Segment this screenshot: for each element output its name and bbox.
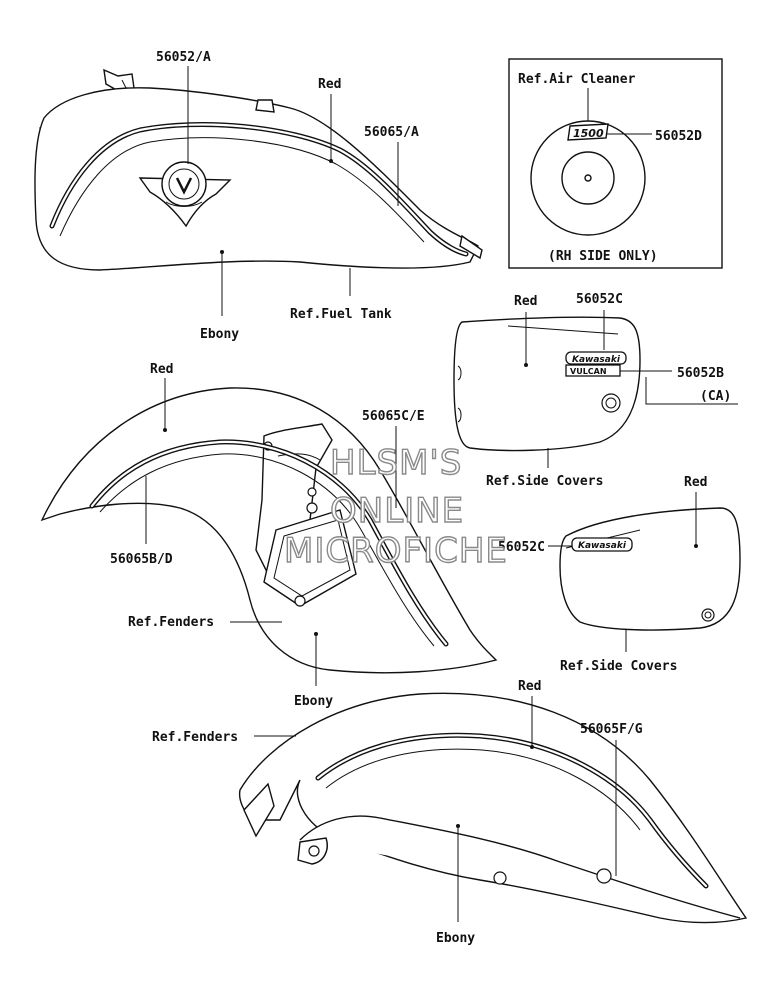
front-fender-stripe-ce-label: 56065C/E [362, 409, 425, 424]
vulcan-emblem-top: VULCAN [565, 364, 621, 377]
watermark: HLSM'S ONLINE MICROFICHE [283, 442, 508, 571]
fuel-tank-ebony-label: Ebony [200, 327, 239, 342]
side-cover-bottom: Kawasaki [559, 507, 741, 631]
side-cover-top-ca-label: (CA) [700, 389, 731, 404]
svg-text:Kawasaki: Kawasaki [572, 355, 621, 365]
rear-fender-red-label: Red [518, 679, 541, 694]
rear-fender-callouts: Red Ref.Fenders 56065F/G Ebony [152, 679, 643, 946]
fuel-tank-red-label: Red [318, 77, 341, 92]
rear-fender [238, 692, 748, 924]
side-cover-top-ref-label: Ref.Side Covers [486, 474, 603, 489]
watermark-line-1: HLSM'S [330, 443, 462, 483]
kawasaki-emblem-top: Kawasaki [565, 351, 627, 365]
rear-fender-stripe-label: 56065F/G [580, 722, 643, 737]
front-fender-red-label: Red [150, 362, 173, 377]
air-cleaner-panel: Ref.Air Cleaner 1500 56052D (RH SIDE ONL… [508, 58, 723, 269]
fuel-tank-callouts: 56052/A Red 56065/A Ebony Ref.Fuel Tank [156, 50, 419, 342]
fuel-tank-part-label: 56052/A [156, 50, 211, 65]
side-cover-top-part-label: 56052C [576, 292, 623, 307]
svg-text:Kawasaki: Kawasaki [578, 541, 627, 551]
air-cleaner-part-label: 56052D [655, 129, 702, 144]
side-cover-top: Kawasaki VULCAN [453, 316, 641, 452]
engine-size-emblem: 1500 [567, 123, 609, 141]
air-cleaner-ref-label: Ref.Air Cleaner [518, 72, 636, 87]
side-cover-bottom-red-label: Red [684, 475, 707, 490]
watermark-line-2: ONLINE [330, 491, 464, 531]
side-cover-bottom-part-label: 56052C [498, 540, 545, 555]
air-cleaner-note: (RH SIDE ONLY) [548, 249, 658, 264]
kawasaki-emblem-bottom: Kawasaki [571, 537, 633, 552]
fuel-tank-stripe-label: 56065/A [364, 125, 419, 140]
side-cover-bottom-callouts: 56052C Red Ref.Side Covers [498, 475, 707, 674]
front-fender-ref-label: Ref.Fenders [128, 615, 214, 630]
front-fender-stripe-bd-label: 56065B/D [110, 552, 173, 567]
side-cover-bottom-ref-label: Ref.Side Covers [560, 659, 677, 674]
rear-fender-ebony-label: Ebony [436, 931, 475, 946]
svg-text:VULCAN: VULCAN [570, 367, 607, 376]
front-fender [40, 387, 498, 674]
fuel-tank-ref-label: Ref.Fuel Tank [290, 307, 392, 322]
watermark-line-3: MICROFICHE [284, 531, 508, 571]
svg-text:1500: 1500 [573, 127, 604, 140]
fuel-tank [34, 68, 483, 271]
front-fender-ebony-label: Ebony [294, 694, 333, 709]
side-cover-top-callouts: Red 56052C 56052B (CA) Ref.Side Covers [486, 292, 738, 489]
side-cover-top-part-b-label: 56052B [677, 366, 724, 381]
front-fender-callouts: Red 56065C/E 56065B/D Ref.Fenders Ebony [110, 362, 425, 709]
rear-fender-ref-label: Ref.Fenders [152, 730, 238, 745]
side-cover-top-red-label: Red [514, 294, 537, 309]
